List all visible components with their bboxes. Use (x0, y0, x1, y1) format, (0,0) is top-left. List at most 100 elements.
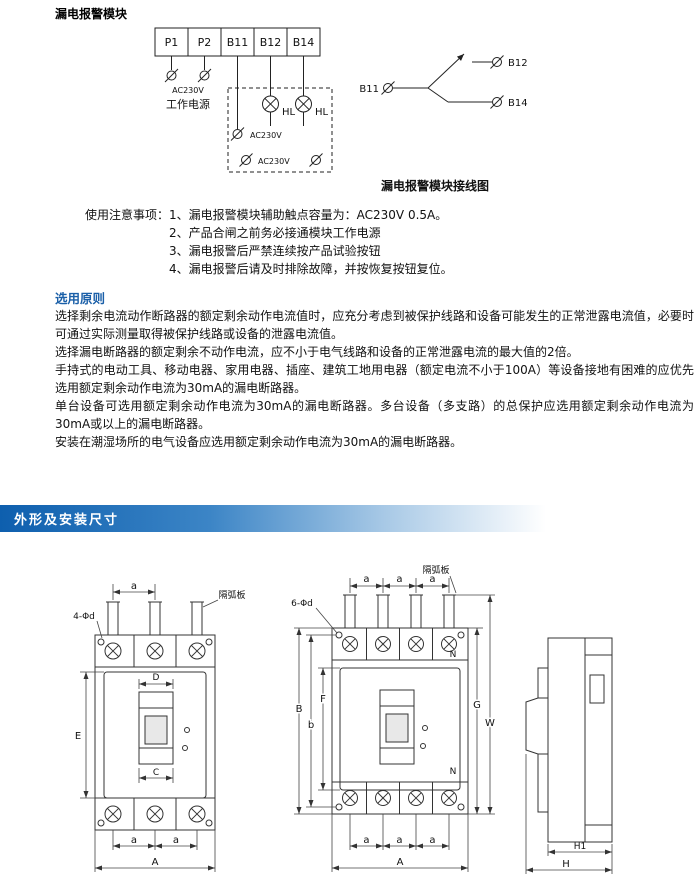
note-item: 3、漏电报警后严禁连续按产品试验按钮 (169, 244, 381, 258)
selection-paragraph: 安装在潮湿场所的电气设备应选用额定剩余动作电流为30mA的漏电断路器。 (55, 435, 463, 449)
wiring-caption: 漏电报警模块接线图 (381, 178, 489, 193)
hl-label-1: HL (282, 107, 296, 118)
selection-paragraphs: 选择剩余电流动作断路器的额定剩余动作电流值时，应充分考虑到被保护线路和设备可能发… (55, 307, 694, 451)
reset-button-icon (182, 745, 188, 751)
dim-a-bot1-label: a (363, 835, 369, 846)
arc-plate-label: 隔弧板 (218, 589, 245, 601)
terminal-p2: P2 (198, 36, 212, 49)
terminal-screw-icon (188, 805, 206, 823)
mounting-hole-icon (97, 638, 105, 646)
indicator-lamp-icon (262, 95, 279, 113)
terminal-screw-icon (104, 805, 122, 823)
breaker-4pole-labels: a a a 隔弧板 6-Φd B b F G W N N a a a A (291, 564, 496, 868)
terminal-screw-icon (188, 642, 206, 660)
wiring-lines (164, 56, 333, 173)
mounting-hole-icon (205, 819, 213, 827)
terminal-screw-icon (146, 805, 164, 823)
dim-b-label: b (308, 720, 314, 731)
terminal-labels: P1 P2 B11 B12 B14 (165, 36, 315, 49)
terminal-screw-icon (230, 127, 245, 141)
terminal-screw-icon (490, 55, 504, 69)
dim-h-label: H (562, 859, 570, 870)
usage-notes: 使用注意事项： 1、漏电报警模块辅助触点容量为：AC230V 0.5A。 2、产… (85, 206, 453, 278)
arc-plate-icon (342, 594, 358, 629)
arc-plate-icon (408, 594, 424, 629)
terminal-screw-icon (381, 81, 395, 95)
terminal-b12: B12 (260, 36, 282, 49)
terminal-screw-icon (309, 153, 323, 167)
b12-label: B12 (508, 58, 528, 69)
test-button-icon (184, 727, 190, 733)
reset-button-icon (420, 743, 426, 749)
terminal-b14: B14 (293, 36, 315, 49)
terminal-screw-icon (104, 642, 122, 660)
selection-paragraph: 选择剩余电流动作断路器的额定剩余动作电流值时，应充分考虑到被保护线路和设备可能发… (55, 309, 694, 341)
note-item: 4、漏电报警后请及时排除故障，并按恢复按钮复位。 (169, 262, 453, 276)
arc-plate-label: 隔弧板 (422, 564, 449, 576)
dim-A-label: A (152, 857, 159, 868)
terminal-screw-icon (441, 790, 457, 806)
terminal-screw-icon (342, 790, 358, 806)
b11-label: B11 (359, 84, 379, 95)
dim-d-label: D (153, 673, 160, 683)
dim-c-label: C (153, 768, 159, 778)
terminal-b11: B11 (227, 36, 249, 49)
selection-paragraph: 单台设备可选用额定剩余动作电流为30mA的漏电断路器。多台设备（多支路）的总保护… (55, 399, 694, 431)
handle-icon (385, 713, 409, 743)
terminal-screw-icon (490, 95, 504, 109)
breaker-side-labels: H1 H (562, 842, 586, 870)
terminal-p1: P1 (165, 36, 179, 49)
breaker-3pole-labels: a 隔弧板 4-Φd D E C a a A (73, 581, 245, 868)
mounting-hole-icon (97, 819, 105, 827)
terminal-screw-icon (146, 642, 164, 660)
terminal-screw-icon (408, 790, 424, 806)
note-item: 2、产品合闸之前务必接通模块工作电源 (169, 226, 381, 240)
terminal-screw-icon (375, 636, 391, 652)
wiring-diagram: P1 P2 B11 B12 B14 (154, 27, 528, 193)
arc-plate-icon (375, 594, 391, 629)
breaker-side-dims (525, 754, 613, 874)
mounting-hole-icon (335, 803, 343, 811)
notes-intro: 使用注意事项： (85, 208, 170, 222)
terminal-screw-icon (375, 790, 391, 806)
switch-blade-icon (427, 53, 465, 89)
terminal-screw-icon (197, 68, 212, 83)
handle-icon (144, 715, 168, 745)
terminal-screw-icon (164, 68, 179, 83)
selection-paragraph: 选择漏电断路器的额定剩余不动作电流，应不小于电气线路和设备的正常泄露电流的最大值… (55, 345, 579, 359)
terminal-screw-icon (408, 636, 424, 652)
dimension-drawings: a 隔弧板 4-Φd D E C a a A (73, 564, 613, 874)
dim-a-top1-label: a (363, 574, 369, 585)
arc-plate-icon (105, 601, 121, 636)
module-dashed-boundary (227, 87, 333, 173)
mounting-hole-icon (457, 803, 465, 811)
arc-plate-icon (147, 601, 163, 636)
power-source-label: 工作电源 (166, 97, 210, 111)
dim-e-label: E (75, 731, 81, 742)
dimensions-banner-label: 外形及安装尺寸 (14, 513, 120, 528)
dim-a-top3-label: a (429, 574, 435, 585)
arc-plate-icon (189, 601, 205, 636)
breaker-3pole-dims (80, 584, 219, 872)
notes-items: 1、漏电报警模块辅助触点容量为：AC230V 0.5A。 2、产品合闸之前务必接… (169, 206, 453, 278)
dim-h1-label: H1 (574, 842, 587, 852)
terminal-screw-icon (239, 153, 253, 167)
dim-a-bot2-label: a (396, 835, 402, 846)
neutral-pole-bottom-label: N (450, 767, 457, 777)
dim-a-bot3-label: a (429, 835, 435, 846)
dimensions-banner: 外形及安装尺寸 (0, 505, 700, 532)
holes-label: 6-Φd (291, 599, 313, 609)
dim-A-label: A (397, 857, 404, 868)
selection-paragraph: 手持式的电动工具、移动电器、家用电器、插座、建筑工地用电器（额定电流不小于100… (55, 363, 694, 395)
test-button-icon (422, 725, 428, 731)
holes-label: 4-Φd (73, 612, 95, 622)
ac230v-label-3: AC230V (258, 157, 290, 166)
ac230v-label-1: AC230V (172, 86, 204, 95)
ac230v-label-2: AC230V (250, 131, 282, 140)
dim-f-label: F (320, 694, 326, 705)
terminal-screw-icon (342, 636, 358, 652)
dim-a-top-label: a (131, 581, 137, 592)
dim-w-label: W (485, 718, 495, 729)
arc-plate-icon (441, 594, 457, 629)
b14-label: B14 (508, 98, 528, 109)
